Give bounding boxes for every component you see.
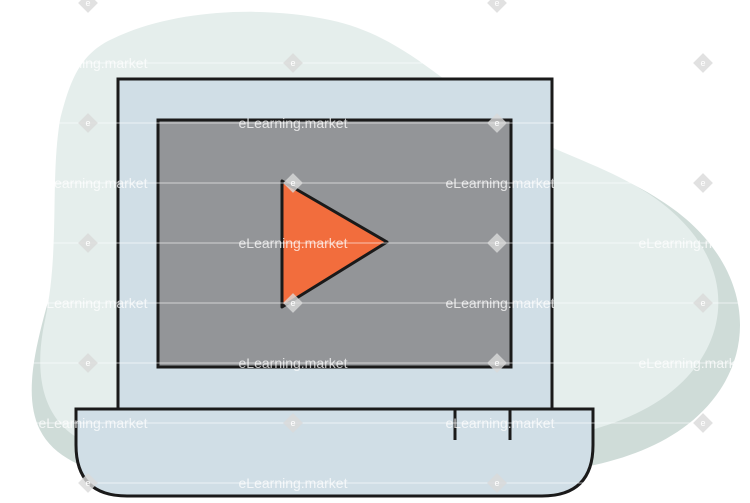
svg-text:e: e [494,478,499,488]
watermark-badge: e [78,233,98,253]
watermark-text: eLearning.market [239,475,348,491]
watermark-text: eLearning.market [639,115,748,131]
watermark-badge: e [78,113,98,133]
watermark-badge: e [283,413,303,433]
svg-text:e: e [85,0,90,8]
svg-text:e: e [494,358,499,368]
watermark-badge: e [78,0,98,13]
watermark-text: eLearning.market [639,235,748,251]
watermark-badge: e [78,473,98,493]
watermark-text: eLearning.market [639,475,748,491]
svg-text:e: e [290,418,295,428]
svg-text:e: e [494,238,499,248]
svg-text:e: e [700,58,705,68]
svg-text:e: e [700,178,705,188]
svg-text:e: e [85,238,90,248]
watermark-badge: e [283,173,303,193]
watermark-text: eLearning.market [639,355,748,371]
svg-text:e: e [700,418,705,428]
svg-text:e: e [85,118,90,128]
watermark-text: eLearning.market [39,295,148,311]
watermark-text: eLearning.market [446,415,555,431]
svg-text:e: e [290,178,295,188]
watermark-text: eLearning.market [39,175,148,191]
watermark-badge: e [693,53,713,73]
play-icon[interactable] [280,179,389,309]
watermark-badge: e [693,173,713,193]
watermark-badge: e [487,0,507,13]
svg-text:e: e [700,298,705,308]
watermark-badge: e [283,53,303,73]
svg-text:e: e [494,118,499,128]
watermark-badge: e [487,353,507,373]
watermark-text: eLearning.market [239,355,348,371]
watermark-badge: e [78,353,98,373]
watermark-badge: e [487,113,507,133]
svg-text:e: e [290,298,295,308]
watermark-badge: e [487,473,507,493]
watermark-text: eLearning.market [239,0,348,11]
watermark-text: eLearning.market [446,175,555,191]
watermark-text: eLearning.market [446,55,555,71]
svg-text:e: e [290,58,295,68]
watermark-text: eLearning.market [39,415,148,431]
watermark-badge: e [283,293,303,313]
svg-text:e: e [85,358,90,368]
svg-text:e: e [85,478,90,488]
watermark-text: eLearning.market [446,295,555,311]
svg-text:e: e [494,0,499,8]
watermark-text: eLearning.market [639,0,748,11]
watermark-text: eLearning.market [39,55,148,71]
watermark-badge: e [693,413,713,433]
watermark-text: eLearning.market [239,115,348,131]
watermark-badge: e [693,293,713,313]
watermark-text: eLearning.market [239,235,348,251]
laptop-base [74,407,595,498]
watermark-badge: e [487,233,507,253]
